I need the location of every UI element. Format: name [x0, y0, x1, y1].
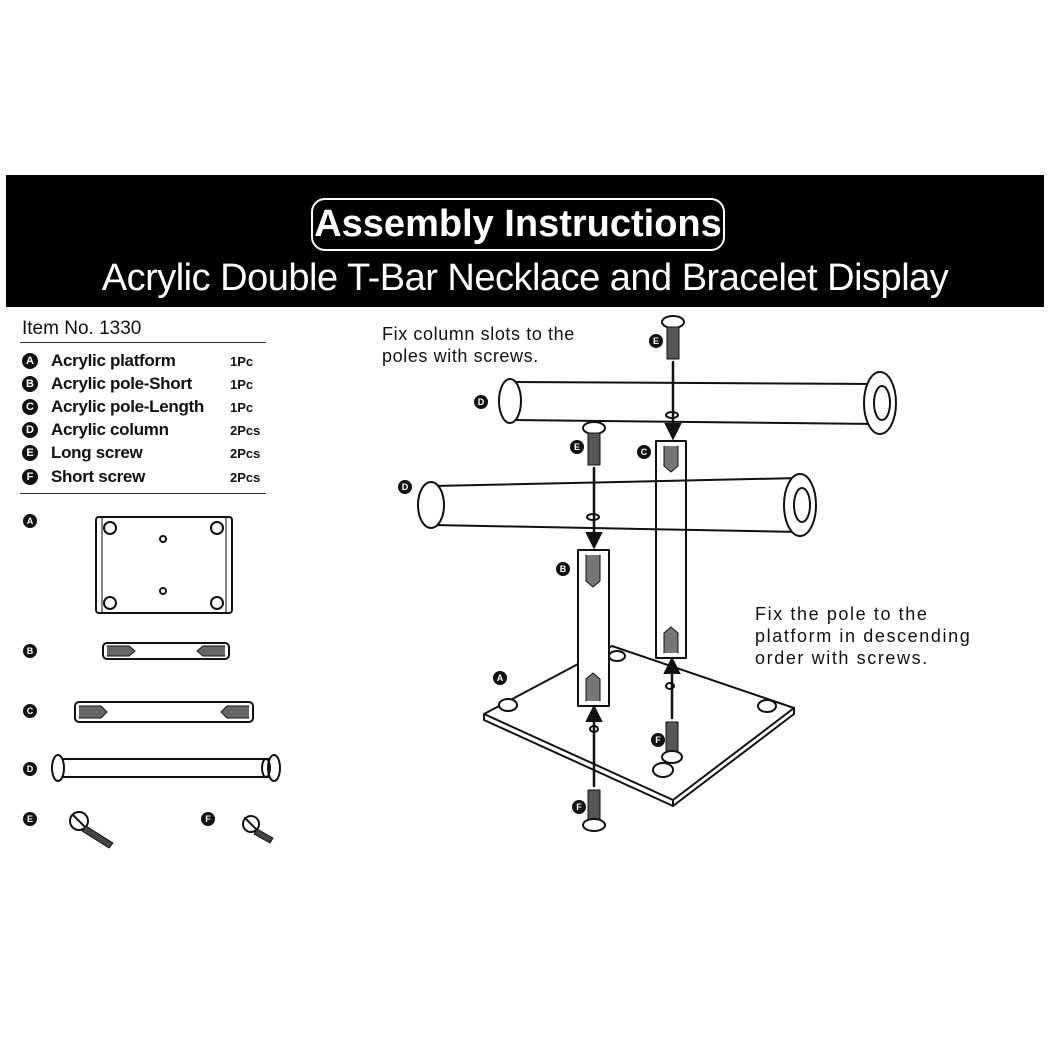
instruction-columns: Fix column slots to the poles with screw… — [382, 324, 575, 366]
label-f: F — [651, 733, 665, 747]
part-name: Short screw — [51, 467, 146, 486]
platform-part-drawing — [95, 516, 233, 614]
label-d: D — [398, 480, 412, 494]
part-letter-badge: A — [22, 353, 38, 369]
parts-list-item: D Acrylic column 2Pcs — [22, 419, 262, 441]
label-d: D — [23, 762, 37, 776]
part-quantity: 2Pcs — [230, 423, 261, 438]
short-pole-part-drawing — [102, 642, 230, 660]
part-name: Acrylic pole-Length — [51, 397, 204, 416]
parts-list-item: A Acrylic platform 1Pc — [22, 350, 262, 372]
part-name: Acrylic platform — [51, 351, 176, 370]
part-letter-badge: D — [22, 422, 38, 438]
bottom-short-screw-front — [582, 789, 606, 832]
instruction-poles: Fix the pole to the platform in descendi… — [755, 604, 972, 668]
label-b: B — [556, 562, 570, 576]
part-letter-badge: C — [22, 399, 38, 415]
column-part-drawing — [51, 754, 281, 782]
part-name: Long screw — [51, 443, 143, 462]
header-banner — [6, 175, 1044, 307]
parts-list-item: F Short screw 2Pcs — [22, 466, 262, 488]
assembly-lower-column — [417, 473, 817, 537]
page-title: Assembly Instructions — [314, 203, 722, 245]
label-b: B — [23, 644, 37, 658]
page-subtitle: Acrylic Double T-Bar Necklace and Bracel… — [101, 257, 949, 299]
item-number: Item No. 1330 — [22, 318, 142, 339]
assembly-short-pole — [577, 549, 610, 707]
label-e: E — [570, 440, 584, 454]
label-c: C — [23, 704, 37, 718]
parts-list-item: C Acrylic pole-Length 1Pc — [22, 396, 262, 418]
part-quantity: 1Pc — [230, 400, 254, 415]
part-name: Acrylic pole-Short — [51, 374, 193, 393]
bottom-short-screw-back — [661, 721, 683, 764]
label-d: D — [474, 395, 488, 409]
long-screw-part-drawing — [69, 811, 114, 849]
label-e: E — [23, 812, 37, 826]
part-quantity: 1Pc — [230, 354, 254, 369]
parts-list-item: B Acrylic pole-Short 1Pc — [22, 373, 262, 395]
label-f: F — [201, 812, 215, 826]
short-screw-part-drawing — [242, 815, 274, 844]
label-a: A — [493, 671, 507, 685]
part-name: Acrylic column — [51, 420, 169, 439]
part-letter-badge: F — [22, 469, 38, 485]
assembly-platform — [483, 645, 795, 807]
top-long-screw — [661, 315, 685, 360]
label-c: C — [637, 445, 651, 459]
long-pole-part-drawing — [74, 701, 254, 723]
parts-list-item: E Long screw 2Pcs — [22, 442, 262, 464]
part-quantity: 1Pc — [230, 377, 254, 392]
label-f: F — [572, 800, 586, 814]
title-pill — [311, 198, 725, 251]
label-a: A — [23, 514, 37, 528]
part-letter-badge: E — [22, 445, 38, 461]
divider-bottom — [20, 493, 266, 494]
assembly-upper-column — [498, 371, 897, 435]
divider-top — [20, 342, 266, 343]
middle-long-screw — [582, 421, 606, 466]
part-quantity: 2Pcs — [230, 470, 261, 485]
part-letter-badge: B — [22, 376, 38, 392]
part-quantity: 2Pcs — [230, 446, 261, 461]
assembly-long-pole — [655, 440, 687, 659]
label-e: E — [649, 334, 663, 348]
